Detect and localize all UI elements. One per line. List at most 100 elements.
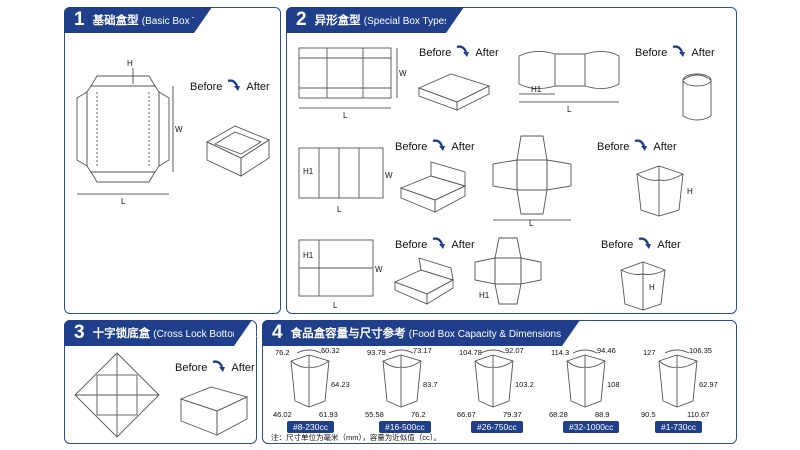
food-box-outline	[296, 349, 322, 354]
food-box-drawing: 76.2 60.32 64.23 46.02 61.93	[273, 346, 350, 419]
food-box-dim-bottom-left: 68.28	[549, 410, 568, 419]
section-title-en: (Basic Box Type)	[141, 16, 218, 27]
before-after-3: Before After	[175, 359, 255, 376]
section-number: 2	[296, 9, 307, 30]
section-tab-3: 3 十字锁底盒 (Cross Lock Bottom Box)	[64, 320, 264, 346]
curved-arrow-icon	[637, 236, 653, 253]
after-label: After	[246, 80, 270, 93]
food-box-dim-bottom-right: 76.2	[411, 410, 426, 419]
footnote: 注：尺寸单位为毫米（mm），容量为近似值（cc）。	[271, 433, 441, 442]
special-cross2-dieline: H1	[474, 237, 542, 305]
dim-w: W	[399, 69, 407, 78]
curved-arrow-icon	[455, 44, 471, 61]
food-box-dim-bottom-left: 55.58	[365, 410, 384, 419]
food-box-dim-top-left: 114.3	[551, 348, 569, 357]
before-label: Before	[601, 238, 634, 251]
dim-h1: H1	[303, 167, 314, 176]
food-box-outline	[290, 360, 330, 368]
before-after-2c: Before After	[395, 138, 475, 155]
section-number: 3	[74, 322, 85, 343]
food-box-outline	[566, 360, 606, 368]
curved-arrow-icon	[431, 236, 447, 253]
food-box-dim-side: 62.97	[699, 380, 718, 389]
dim-l: L	[121, 197, 126, 206]
before-label: Before	[597, 140, 630, 153]
food-box-dim-top-left: 93.79	[367, 348, 386, 357]
dim-w: W	[385, 171, 393, 180]
food-box-outline	[572, 349, 598, 354]
food-box-dim-top-left: 104.78	[459, 348, 482, 357]
special-pillow-dieline: H1 L	[518, 51, 620, 114]
section-title: 食品盒容量与尺寸参考	[290, 328, 406, 340]
special-tray-folded	[417, 73, 491, 111]
special-tray-dieline: W L	[298, 47, 407, 120]
section-tab-4: 4 食品盒容量与尺寸参考 (Food Box Capacity & Dimens…	[262, 320, 613, 346]
before-after-2a: Before After	[419, 44, 499, 61]
food-box-size-tag: #26-750cc	[471, 421, 523, 433]
food-box-dim-bottom-left: 46.02	[273, 410, 292, 419]
after-label: After	[451, 140, 475, 153]
food-box-dim-side: 64.23	[331, 380, 350, 389]
dim-h1: H1	[479, 291, 490, 300]
before-label: Before	[395, 238, 428, 251]
food-box-card: 76.2 60.32 64.23 46.02 61.93 #8-230cc	[269, 346, 357, 435]
panel-food-box: 4 食品盒容量与尺寸参考 (Food Box Capacity & Dimens…	[262, 320, 737, 444]
dim-l: L	[567, 105, 572, 114]
food-box-outline	[382, 354, 422, 408]
section-number: 1	[74, 9, 85, 30]
section-title: 十字锁底盒	[92, 328, 151, 340]
food-box-dim-top-right: 60.32	[321, 346, 340, 355]
curved-arrow-icon	[431, 138, 447, 155]
cross-lock-dieline	[74, 352, 160, 438]
food-box-size-tag: #32-1000cc	[563, 421, 620, 433]
food-box-outline	[664, 349, 690, 354]
food-box-dim-bottom-left: 90.5	[641, 410, 656, 419]
food-box-outline	[474, 360, 514, 368]
section-title: 基础盒型	[92, 15, 139, 27]
dim-w: W	[375, 265, 383, 274]
food-box-dim-top-right: 94.46	[597, 346, 616, 355]
dim-h1: H1	[303, 251, 314, 260]
food-box-size-tag: #8-230cc	[287, 421, 334, 433]
food-box-dim-bottom-right: 79.37	[503, 410, 522, 419]
dim-l: L	[529, 219, 534, 228]
section-title-en: (Cross Lock Bottom Box)	[153, 329, 265, 340]
food-box-dim-bottom-left: 66.67	[457, 410, 476, 419]
food-box-dim-bottom-right: 61.93	[319, 410, 338, 419]
special-lidded-dieline: H1 W L	[298, 239, 383, 310]
food-box-outline	[480, 349, 506, 354]
panel-basic-box: 1 基础盒型 (Basic Box Type) H W L Before Aft…	[64, 7, 281, 314]
cross-lock-folded	[179, 386, 249, 436]
food-box-outline	[388, 349, 414, 354]
dim-h: H	[127, 59, 133, 68]
food-box-outline	[382, 360, 422, 368]
food-box-outline	[658, 360, 698, 368]
section-title-en: (Food Box Capacity & Dimensions Referenc…	[408, 329, 614, 340]
food-box-size-tag: #16-500cc	[379, 421, 431, 433]
dim-l: L	[333, 301, 338, 310]
before-label: Before	[190, 80, 223, 93]
basic-box-dieline: H W L	[76, 59, 183, 206]
special-pillow-folded	[682, 73, 712, 121]
after-label: After	[653, 140, 677, 153]
food-box-size-tag: #1-730cc	[655, 421, 702, 433]
panel-special-box: 2 异形盒型 (Special Box Types) W L Before Af…	[286, 7, 737, 314]
basic-box-folded	[206, 125, 270, 177]
special-hinged-dieline: H1 W L	[298, 147, 393, 214]
food-box-dim-top-left: 76.2	[275, 348, 290, 357]
before-after-2d: Before After	[597, 138, 677, 155]
special-cross-dieline: L	[492, 135, 572, 228]
food-box-dim-bottom-right: 110.67	[687, 410, 709, 419]
before-after-2e: Before After	[395, 236, 475, 253]
dim-h: H	[649, 283, 655, 292]
food-box-dim-top-left: 127	[643, 348, 656, 357]
before-label: Before	[175, 361, 208, 374]
